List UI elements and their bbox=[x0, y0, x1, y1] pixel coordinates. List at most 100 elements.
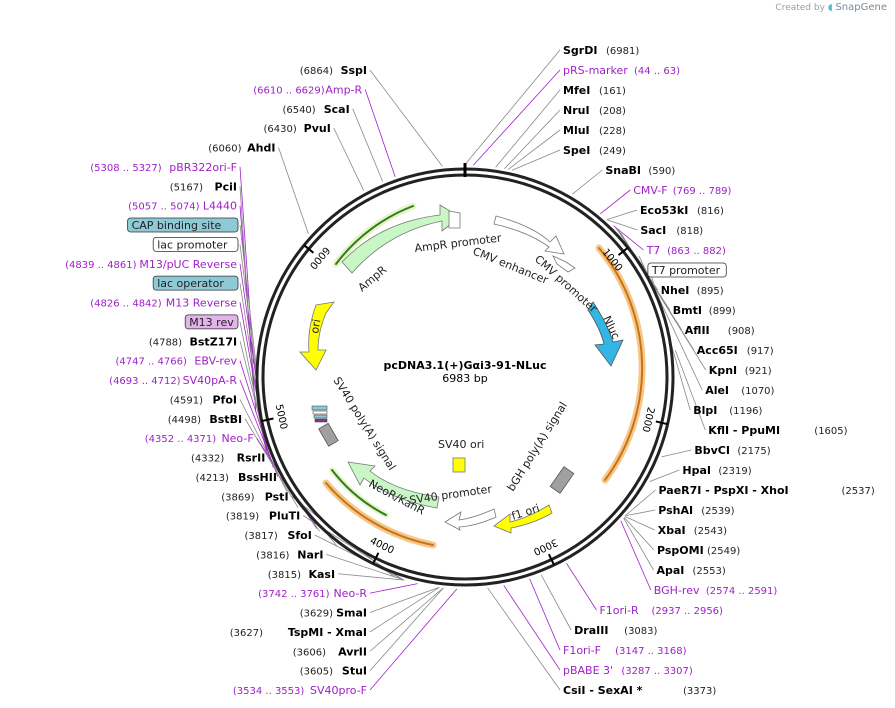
leader-line bbox=[244, 418, 299, 509]
site-position: (908) bbox=[728, 326, 755, 337]
leader-line bbox=[369, 587, 440, 633]
enzyme-name: DraIII bbox=[574, 624, 608, 637]
primer-name: F1ori-R bbox=[599, 604, 639, 617]
leader-line bbox=[503, 585, 561, 671]
site-label: CsiI - SexAI *(3373) bbox=[563, 684, 716, 697]
enzyme-name: AvrII bbox=[338, 645, 367, 658]
enzyme-name: NruI bbox=[563, 104, 590, 117]
tick-label: 5000 bbox=[273, 403, 289, 430]
enzyme-name: XbaI bbox=[658, 524, 686, 537]
sv40-polya-label: SV40 poly(A) signal bbox=[330, 375, 398, 473]
site-label: ApaI(2553) bbox=[656, 564, 725, 577]
site-position: (6060) bbox=[208, 144, 241, 155]
site-position: (6540) bbox=[282, 105, 315, 116]
enzyme-name: KflI - PpuMI bbox=[708, 424, 780, 437]
leader-line bbox=[369, 69, 443, 167]
site-position: (1196) bbox=[729, 406, 762, 417]
enzyme-name: BstZ17I bbox=[190, 335, 238, 348]
site-position: (4591) bbox=[170, 395, 203, 406]
site-position: (249) bbox=[599, 146, 626, 157]
plasmid-size: 6983 bp bbox=[442, 372, 487, 385]
site-position: (3819) bbox=[226, 512, 259, 523]
site-label: BGH-rev(2574 .. 2591) bbox=[654, 584, 778, 597]
site-position: (3816) bbox=[256, 550, 289, 561]
feature-box-label: lac promoter bbox=[157, 238, 228, 251]
site-label: lac promoter bbox=[152, 236, 239, 252]
site-position: (2319) bbox=[718, 466, 751, 477]
leader-line bbox=[504, 109, 561, 169]
leader-line bbox=[566, 562, 597, 611]
enzyme-name: PstI bbox=[265, 490, 289, 503]
enzyme-name: HpaI bbox=[682, 464, 711, 477]
site-position: (161) bbox=[599, 86, 626, 97]
site-label: Eco53kI(816) bbox=[640, 204, 724, 217]
site-position: (1070) bbox=[741, 386, 774, 397]
primer-name: BGH-rev bbox=[654, 584, 700, 597]
site-label: AvrII (3606) bbox=[293, 645, 367, 658]
enzyme-name: Eco53kI bbox=[640, 204, 688, 217]
leader-line bbox=[364, 89, 396, 177]
leader-line bbox=[607, 219, 638, 231]
enzyme-name: KasI bbox=[308, 568, 335, 581]
enzyme-name: NheI bbox=[661, 284, 690, 297]
site-label: EBV-rev(4747 .. 4766) bbox=[115, 355, 237, 368]
enzyme-name: AleI bbox=[705, 384, 729, 397]
site-position: (818) bbox=[676, 226, 703, 237]
tick-mark bbox=[547, 553, 555, 566]
site-position: (4839 .. 4861) bbox=[65, 260, 137, 271]
leader-line bbox=[649, 469, 680, 482]
site-label: PstI(3869) bbox=[221, 490, 288, 503]
site-position: (895) bbox=[697, 286, 724, 297]
site-label: Neo-R(3742 .. 3761) bbox=[258, 587, 367, 600]
tick-mark bbox=[617, 246, 629, 256]
enzyme-name: AhdI bbox=[247, 142, 275, 155]
site-label: KpnI (921) bbox=[709, 364, 772, 377]
enzyme-name: PciI bbox=[215, 180, 237, 193]
bgh-polya-feature bbox=[549, 466, 575, 494]
ampr-promoter-feature bbox=[448, 210, 461, 229]
site-label: PvuI(6430) bbox=[264, 122, 331, 135]
primer-name: L4440 bbox=[203, 200, 237, 213]
site-label: SmaI(3629) bbox=[300, 607, 367, 620]
leader-line bbox=[674, 350, 706, 431]
site-label: CAP binding site bbox=[127, 217, 239, 233]
site-position: (3373) bbox=[683, 686, 716, 697]
site-label: AhdI (6060) bbox=[208, 142, 275, 155]
enzyme-name: NarI bbox=[297, 548, 323, 561]
primer-name: Amp-R bbox=[325, 83, 362, 96]
primer-name: Neo-F bbox=[221, 432, 253, 445]
site-label: SgrDI(6981) bbox=[563, 44, 639, 57]
enzyme-name: AflII bbox=[685, 324, 710, 337]
lac-region-feature-3 bbox=[313, 414, 328, 419]
site-label: F1ori-F(3147 .. 3168) bbox=[563, 644, 687, 657]
site-position: (921) bbox=[745, 366, 772, 377]
site-position: (4352 .. 4371) bbox=[145, 434, 217, 445]
site-label: BbvCI(2175) bbox=[694, 444, 770, 457]
site-position: (917) bbox=[747, 346, 774, 357]
site-position: (2537) bbox=[842, 486, 875, 497]
primer-name: M13 Reverse bbox=[166, 297, 237, 310]
site-position: (3534 .. 3553) bbox=[233, 686, 305, 697]
leader-line bbox=[487, 587, 561, 691]
site-position: (5057 .. 5074) bbox=[128, 202, 200, 213]
enzyme-name: BssHII bbox=[238, 471, 277, 484]
enzyme-name: KpnI bbox=[709, 364, 737, 377]
site-label: XbaI(2543) bbox=[658, 524, 727, 537]
site-label: BlpI(1196) bbox=[693, 404, 762, 417]
site-position: (3606) bbox=[293, 647, 326, 658]
site-label: SV40pA-R(4693 .. 4712) bbox=[109, 374, 237, 387]
feature-box-label: M13 rev bbox=[189, 316, 234, 329]
enzyme-name: SspI bbox=[341, 64, 367, 77]
primer-name: SV40pA-R bbox=[183, 374, 238, 387]
site-position: (6430) bbox=[264, 124, 297, 135]
neor-feature bbox=[347, 461, 440, 509]
site-label: StuI(3605) bbox=[300, 665, 367, 678]
site-label: Neo-F (4352 .. 4371) bbox=[145, 432, 254, 445]
site-position: (4498) bbox=[168, 415, 201, 426]
cmv-enhancer-feature bbox=[493, 215, 565, 255]
site-position: (4788) bbox=[149, 337, 182, 348]
leader-line bbox=[369, 587, 439, 613]
site-position: (3147 .. 3168) bbox=[615, 646, 687, 657]
site-label: SfoI(3817) bbox=[245, 529, 312, 542]
site-position: (863 .. 882) bbox=[667, 246, 726, 257]
